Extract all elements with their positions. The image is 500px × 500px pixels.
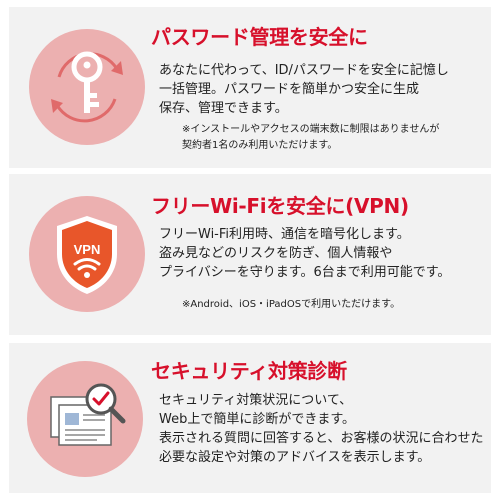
feature-title: パスワード管理を安全に: [151, 25, 368, 49]
description-line: 必要な設定や対策のアドバイスを表示します。: [159, 450, 431, 465]
feature-title: フリーWi-Fiを安全に(VPN): [151, 194, 409, 218]
feature-card-password: パスワード管理を安全に あなたに代わって、ID/パスワードを安全に記憶し 一括管…: [9, 7, 491, 168]
vpn-label: VPN: [74, 242, 101, 257]
description-line: フリーWi-Fi利用時、通信を暗号化します。: [159, 227, 410, 242]
feature-description: セキュリティ対策状況について、 Web上で簡単に診断ができます。 表示される質問…: [159, 391, 483, 467]
feature-title: セキュリティ対策診断: [151, 359, 347, 383]
description-line: 保存、管理できます。: [159, 101, 288, 116]
vpn-shield-icon: VPN: [57, 216, 117, 294]
icon-circle: VPN: [29, 196, 145, 312]
feature-card-vpn: VPN フリーWi-Fiを安全に(VPN) フリーWi-Fi利用時、通信を暗号化…: [9, 174, 491, 335]
note-line: ※Android、iOS・iPadOSで利用いただけます。: [182, 299, 401, 310]
feature-card-security-check: セキュリティ対策診断 セキュリティ対策状況について、 Web上で簡単に診断ができ…: [9, 343, 491, 493]
description-line: 盗み見などのリスクを防ぎ、個人情報や: [159, 246, 393, 261]
description-line: 表示される質問に回答すると、お客様の状況に合わせた: [159, 431, 484, 446]
description-line: 一括管理。パスワードを簡単かつ安全に生成: [159, 82, 420, 97]
description-line: セキュリティ対策状況について、: [159, 393, 353, 408]
note-line: ※インストールやアクセスの端末数に制限はありませんが: [182, 124, 440, 135]
feature-note: ※Android、iOS・iPadOSで利用いただけます。: [182, 297, 400, 313]
document-magnifier-icon: [50, 383, 126, 446]
description-line: プライバシーを守ります。6台まで利用可能です。: [159, 265, 451, 280]
key-refresh-icon: [51, 51, 123, 123]
feature-description: フリーWi-Fi利用時、通信を暗号化します。 盗み見などのリスクを防ぎ、個人情報…: [159, 225, 450, 282]
icon-circle: [27, 361, 143, 477]
description-line: Web上で簡単に診断ができます。: [159, 412, 356, 427]
feature-description: あなたに代わって、ID/パスワードを安全に記憶し 一括管理。パスワードを簡単かつ…: [159, 61, 449, 118]
feature-note: ※インストールやアクセスの端末数に制限はありませんが 契約者1名のみ利用いただけ…: [182, 122, 439, 154]
description-line: あなたに代わって、ID/パスワードを安全に記憶し: [159, 63, 449, 78]
note-line: 契約者1名のみ利用いただけます。: [182, 140, 338, 151]
icon-circle: [29, 29, 145, 145]
